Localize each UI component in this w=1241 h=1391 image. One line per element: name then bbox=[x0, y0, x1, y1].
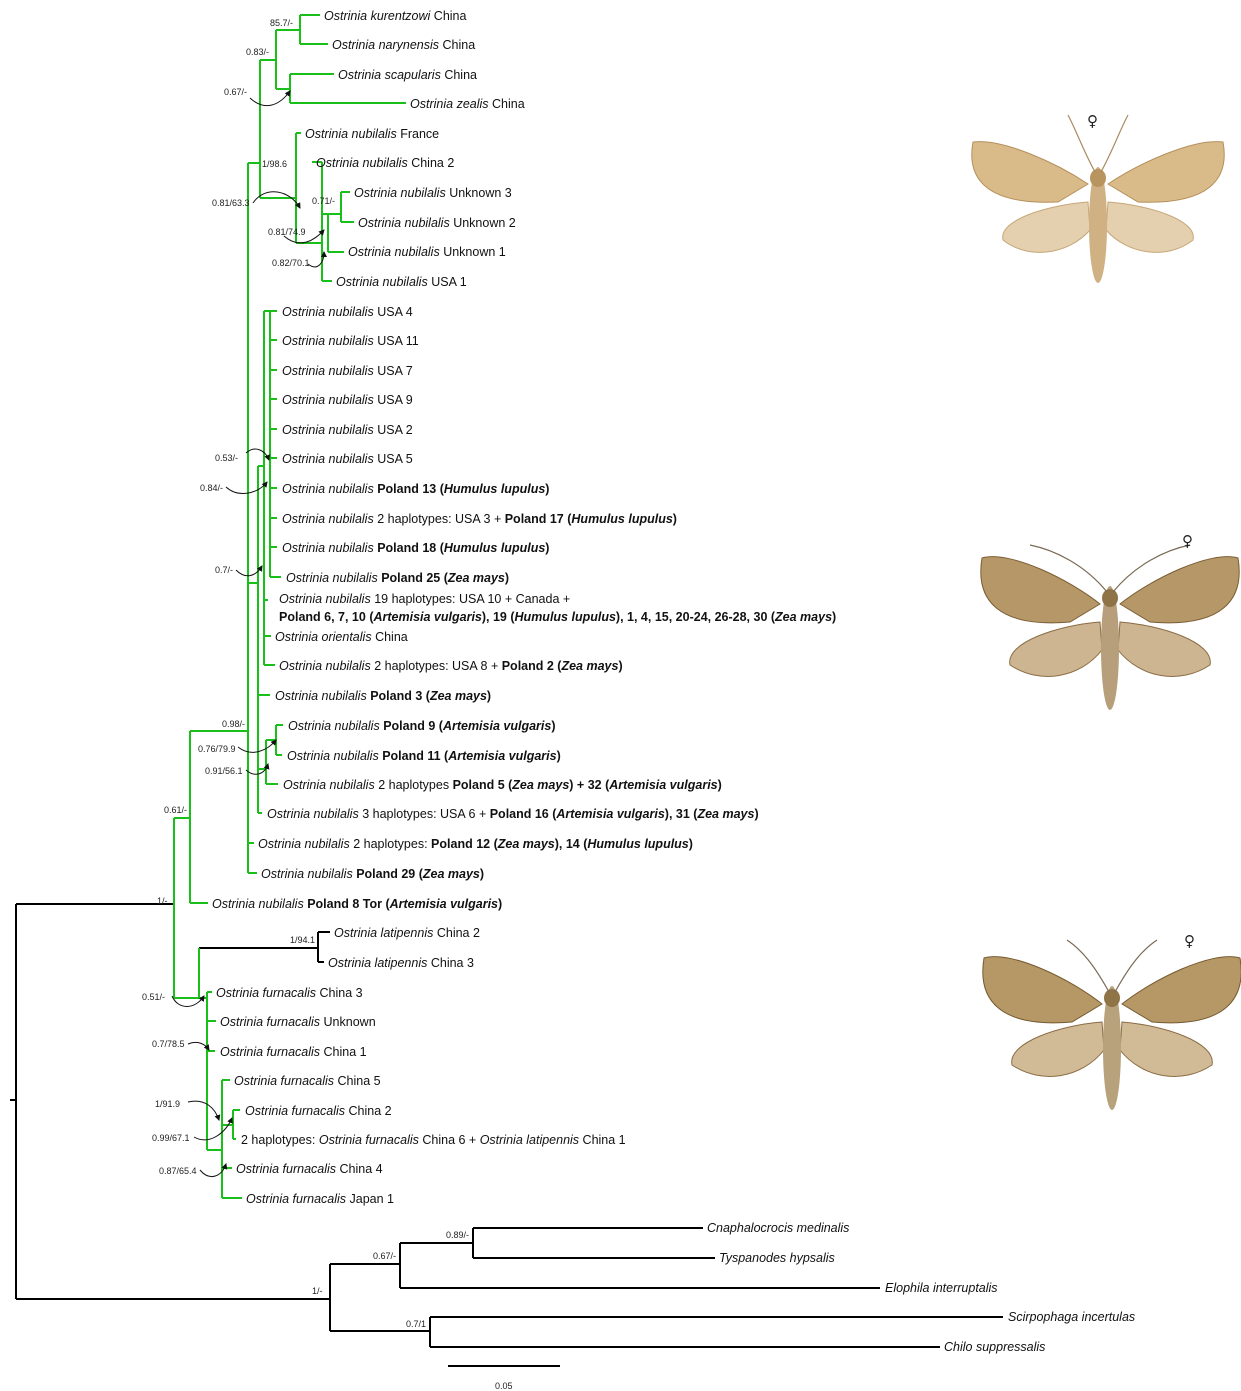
tip-label: Ostrinia nubilalis 2 haplotypes: Poland … bbox=[258, 837, 693, 851]
support-value: 0.83/- bbox=[246, 47, 269, 57]
support-value: 1/94.1 bbox=[290, 935, 315, 945]
support-value: 0.7/78.5 bbox=[152, 1039, 185, 1049]
tip-label: Ostrinia nubilalis 2 haplotypes: USA 3 +… bbox=[282, 512, 677, 526]
tip-label: Ostrinia nubilalis USA 4 bbox=[282, 305, 413, 319]
scale-bar-label: 0.05 bbox=[495, 1381, 513, 1391]
support-value: 0.67/- bbox=[373, 1251, 396, 1261]
tip-label: Ostrinia nubilalis USA 11 bbox=[282, 334, 419, 348]
tip-label: Ostrinia furnacalis China 3 bbox=[216, 986, 363, 1000]
tip-label: Ostrinia nubilalis Poland 11 (Artemisia … bbox=[287, 749, 561, 763]
tip-label: Ostrinia nubilalis China 2 bbox=[316, 156, 454, 170]
tip-label: Ostrinia nubilalis Unknown 3 bbox=[354, 186, 512, 200]
support-value: 0.84/- bbox=[200, 483, 223, 493]
support-value: 1/98.6 bbox=[262, 159, 287, 169]
tip-label: Ostrinia narynensis China bbox=[332, 38, 475, 52]
tip-label: Ostrinia nubilalis Poland 18 (Humulus lu… bbox=[282, 541, 549, 555]
support-value: 0.91/56.1 bbox=[205, 766, 243, 776]
support-value: 0.7/1 bbox=[406, 1319, 426, 1329]
outgroup-branches bbox=[10, 904, 1003, 1347]
tip-label: Ostrinia nubilalis 3 haplotypes: USA 6 +… bbox=[267, 807, 759, 821]
tip-label: Scirpophaga incertulas bbox=[1008, 1310, 1135, 1324]
scale-bar: 0.05 bbox=[448, 1366, 560, 1391]
support-value: 0.81/74.9 bbox=[268, 227, 306, 237]
tip-label: Ostrinia nubilalis USA 7 bbox=[282, 364, 413, 378]
tip-label: Chilo suppressalis bbox=[944, 1340, 1045, 1354]
support-value: 0.53/- bbox=[215, 453, 238, 463]
tip-label: Ostrinia furnacalis China 1 bbox=[220, 1045, 367, 1059]
support-value: 0.82/70.1 bbox=[272, 258, 310, 268]
support-value: 0.87/65.4 bbox=[159, 1166, 197, 1176]
female-symbol: ♀ bbox=[1184, 932, 1195, 950]
tip-label: Ostrinia furnacalis China 5 bbox=[234, 1074, 381, 1088]
tip-label: Ostrinia latipennis China 2 bbox=[334, 926, 480, 940]
tip-label: Ostrinia scapularis China bbox=[338, 68, 477, 82]
moth-specimen-1: ♀ bbox=[972, 112, 1224, 283]
support-value: 0.81/63.3 bbox=[212, 198, 250, 208]
female-symbol: ♀ bbox=[1087, 112, 1098, 130]
tip-label: Ostrinia nubilalis Poland 25 (Zea mays) bbox=[286, 571, 509, 585]
tip-label: Ostrinia nubilalis Poland 8 Tor (Artemis… bbox=[212, 897, 502, 911]
tip-label: Ostrinia nubilalis Poland 3 (Zea mays) bbox=[275, 689, 491, 703]
support-value: 85.7/- bbox=[270, 18, 293, 28]
tip-label: Cnaphalocrocis medinalis bbox=[707, 1221, 849, 1235]
tip-labels: Ostrinia kurentzowi China Ostrinia naryn… bbox=[212, 9, 1135, 1354]
support-value: 1/- bbox=[312, 1286, 323, 1296]
support-value: 0.67/- bbox=[224, 87, 247, 97]
support-value: 0.89/- bbox=[446, 1230, 469, 1240]
support-value: 1/91.9 bbox=[155, 1099, 180, 1109]
tip-label: Tyspanodes hypsalis bbox=[719, 1251, 835, 1265]
tip-label: Ostrinia nubilalis Unknown 1 bbox=[348, 245, 506, 259]
tip-label: Ostrinia furnacalis Unknown bbox=[220, 1015, 376, 1029]
tip-label: Ostrinia furnacalis China 4 bbox=[236, 1162, 383, 1176]
moth-specimen-2: ♀ bbox=[981, 532, 1239, 710]
tip-label: Ostrinia nubilalis USA 5 bbox=[282, 452, 413, 466]
support-value: 0.71/- bbox=[312, 196, 335, 206]
tip-label: Ostrinia nubilalis 19 haplotypes: USA 10… bbox=[279, 592, 570, 606]
support-value: 0.51/- bbox=[142, 992, 165, 1002]
female-symbol: ♀ bbox=[1182, 532, 1193, 550]
tip-label: Ostrinia nubilalis USA 2 bbox=[282, 423, 413, 437]
tip-label: Ostrinia nubilalis 2 haplotypes: USA 8 +… bbox=[279, 659, 623, 673]
tip-label: Ostrinia nubilalis 2 haplotypes Poland 5… bbox=[283, 778, 722, 792]
tip-label: Poland 6, 7, 10 (Artemisia vulgaris), 19… bbox=[279, 610, 836, 624]
tip-label: Ostrinia nubilalis Poland 29 (Zea mays) bbox=[261, 867, 484, 881]
tip-label: Ostrinia zealis China bbox=[410, 97, 525, 111]
tip-label: Ostrinia furnacalis China 2 bbox=[245, 1104, 392, 1118]
tip-label: Ostrinia nubilalis Poland 9 (Artemisia v… bbox=[288, 719, 556, 733]
tip-label: Ostrinia furnacalis Japan 1 bbox=[246, 1192, 394, 1206]
moth-specimen-3: ♀ bbox=[983, 932, 1241, 1110]
tip-label: Ostrinia latipennis China 3 bbox=[328, 956, 474, 970]
tip-label: Ostrinia nubilalis France bbox=[305, 127, 439, 141]
support-value: 0.61/- bbox=[164, 805, 187, 815]
tip-label: Elophila interruptalis bbox=[885, 1281, 998, 1295]
support-value: 0.76/79.9 bbox=[198, 744, 236, 754]
tip-label: Ostrinia nubilalis USA 9 bbox=[282, 393, 413, 407]
support-value: 0.7/- bbox=[215, 565, 233, 575]
tip-label: Ostrinia nubilalis USA 1 bbox=[336, 275, 467, 289]
support-value: 0.99/67.1 bbox=[152, 1133, 190, 1143]
tip-label: Ostrinia nubilalis Poland 13 (Humulus lu… bbox=[282, 482, 549, 496]
tip-label: 2 haplotypes: Ostrinia furnacalis China … bbox=[241, 1133, 626, 1147]
support-value: 0.98/- bbox=[222, 719, 245, 729]
tip-label: Ostrinia orientalis China bbox=[275, 630, 408, 644]
support-value: 1/- bbox=[157, 896, 168, 906]
tip-label: Ostrinia nubilalis Unknown 2 bbox=[358, 216, 516, 230]
tip-label: Ostrinia kurentzowi China bbox=[324, 9, 467, 23]
